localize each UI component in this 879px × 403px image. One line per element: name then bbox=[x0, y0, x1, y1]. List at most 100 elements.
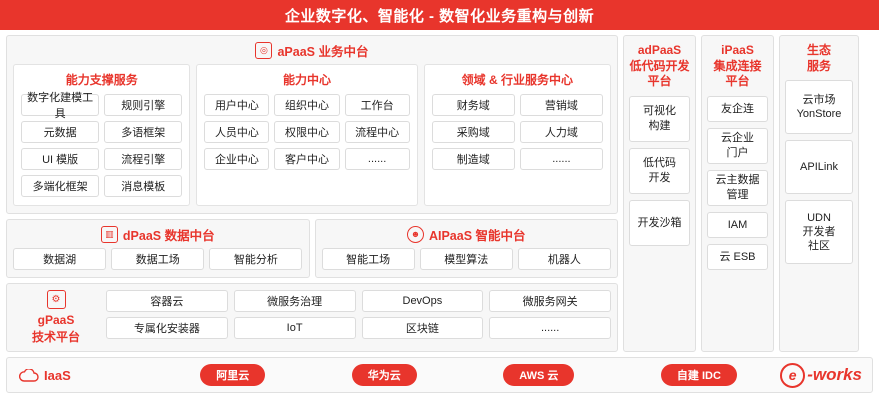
box-item[interactable]: UI 模版 bbox=[21, 148, 100, 170]
gpaas-row-2: 专属化安装器 IoT 区块链 ...... bbox=[106, 317, 611, 339]
group-capability-center: 能力中心 用户中心 组织中心 工作台 人员中心 权限中心 流程中心 企业中心 客… bbox=[196, 64, 418, 206]
eworks-logo: e -works bbox=[780, 362, 862, 388]
gpaas-label-line1: gPaaS bbox=[37, 313, 75, 327]
box-item[interactable]: 数字化建模工具 bbox=[21, 92, 100, 120]
box-item[interactable]: 人员中心 bbox=[204, 121, 270, 143]
box-item[interactable]: 多语框架 bbox=[104, 121, 183, 143]
cloud-pill[interactable]: AWS 云 bbox=[503, 364, 575, 386]
box-item[interactable]: 人力域 bbox=[519, 121, 603, 143]
rbox-line: 开发 bbox=[648, 171, 671, 184]
robot-icon: ☻ bbox=[406, 226, 424, 243]
aipaas-header: ☻ AIPaaS 智能中台 bbox=[322, 220, 612, 248]
aipaas-items: 智能工场 模型算法 机器人 bbox=[321, 248, 612, 270]
box-item[interactable]: 消息模板 bbox=[104, 175, 183, 197]
box-item[interactable]: 权限中心 bbox=[274, 121, 340, 143]
box-item[interactable]: 用户中心 bbox=[204, 94, 270, 116]
box-item[interactable]: 流程引擎 bbox=[104, 148, 183, 170]
box-item[interactable]: 客户中心 bbox=[274, 148, 340, 170]
box-item[interactable]: ...... bbox=[344, 148, 410, 170]
box-item[interactable]: 流程中心 bbox=[344, 121, 410, 143]
box-item[interactable]: 智能分析 bbox=[209, 248, 303, 270]
iaas-bar: IaaS 阿里云 华为云 AWS 云 自建 IDC e -works bbox=[6, 357, 873, 393]
box-item[interactable]: 采购域 bbox=[431, 121, 515, 143]
box-item[interactable]: 智能工场 bbox=[321, 248, 415, 270]
rbox-item[interactable]: 云 ESB bbox=[707, 243, 768, 270]
title-line: 服务 bbox=[806, 58, 831, 73]
box-item[interactable]: 企业中心 bbox=[204, 148, 270, 170]
box-item[interactable]: 区块链 bbox=[361, 317, 484, 339]
rbox-item[interactable]: 低代码 开发 bbox=[629, 147, 690, 194]
box-item[interactable]: ...... bbox=[519, 148, 603, 170]
rbox-item[interactable]: 开发沙箱 bbox=[629, 199, 690, 246]
rbox-line: IAM bbox=[727, 218, 748, 231]
rbox-line: APILink bbox=[800, 161, 838, 174]
dpaas-header-label: dPaaS 数据中台 bbox=[122, 229, 215, 243]
diagram-body: ◎ aPaaS 业务中台 能力支撑服务 数字化建模工具 规则引擎 元数据 多语框… bbox=[0, 30, 879, 352]
box-item[interactable]: 容器云 bbox=[106, 290, 228, 312]
cloud-pill[interactable]: 自建 IDC bbox=[660, 364, 737, 386]
group-title: 能力中心 bbox=[283, 73, 332, 87]
gear-icon: ⚙ bbox=[46, 290, 66, 309]
rbox-item[interactable]: 可视化 构建 bbox=[629, 95, 690, 142]
gpaas-row-1: 容器云 微服务治理 DevOps 微服务网关 bbox=[106, 290, 611, 312]
box-item[interactable]: 元数据 bbox=[21, 121, 100, 143]
title-line: 集成连接 bbox=[713, 58, 762, 73]
box-item[interactable]: 规则引擎 bbox=[104, 94, 183, 116]
rbox-line: 云 ESB bbox=[719, 250, 756, 263]
box-item[interactable]: 财务域 bbox=[431, 94, 515, 116]
rbox-line: 云市场 bbox=[802, 93, 836, 106]
gpaas-items: 容器云 微服务治理 DevOps 微服务网关 专属化安装器 IoT 区块链 ..… bbox=[106, 290, 611, 345]
box-item[interactable]: 微服务网关 bbox=[489, 290, 611, 312]
eworks-name: -works bbox=[807, 365, 862, 384]
group-capability-support: 能力支撑服务 数字化建模工具 规则引擎 元数据 多语框架 UI 模版 流程引擎 … bbox=[13, 64, 191, 206]
apaas-header-label: aPaaS 业务中台 bbox=[277, 45, 369, 59]
box-item[interactable]: 专属化安装器 bbox=[106, 317, 228, 339]
eworks-initial: e bbox=[780, 362, 806, 388]
box-item[interactable]: 微服务治理 bbox=[233, 290, 356, 312]
box-item[interactable]: 组织中心 bbox=[274, 94, 340, 116]
box-item[interactable]: 工作台 bbox=[344, 94, 410, 116]
cloud-icon bbox=[18, 367, 39, 382]
rbox-item[interactable]: 云企业 门户 bbox=[707, 127, 768, 164]
box-item[interactable]: 数据湖 bbox=[13, 248, 107, 270]
ipaas-title: iPaaS 集成连接 平台 bbox=[713, 43, 761, 90]
box-item[interactable]: 制造域 bbox=[431, 148, 515, 170]
rbox-line: 社区 bbox=[808, 240, 830, 253]
aipaas-panel: ☻ AIPaaS 智能中台 智能工场 模型算法 机器人 bbox=[314, 219, 618, 278]
box-item[interactable]: 数据工场 bbox=[111, 248, 205, 270]
aipaas-header-label: AIPaaS 智能中台 bbox=[428, 229, 526, 243]
gpaas-label-line2: 技术平台 bbox=[31, 330, 80, 344]
title-line: iPaaS bbox=[721, 43, 754, 57]
box-item[interactable]: 多端化框架 bbox=[21, 175, 100, 197]
rbox-item[interactable]: APILink bbox=[785, 140, 853, 195]
cloud-pill[interactable]: 阿里云 bbox=[200, 364, 266, 386]
rbox-line: 构建 bbox=[648, 119, 671, 132]
rbox-line: UDN bbox=[807, 211, 831, 224]
box-item[interactable]: ...... bbox=[489, 317, 611, 339]
chart-icon: ▥ bbox=[100, 226, 118, 243]
rbox-line: YonStore bbox=[796, 108, 842, 121]
box-item[interactable]: 模型算法 bbox=[419, 248, 513, 270]
box-item[interactable]: 机器人 bbox=[517, 248, 611, 270]
box-item[interactable]: 营销域 bbox=[519, 94, 603, 116]
box-item[interactable]: IoT bbox=[233, 317, 356, 339]
rbox-item[interactable]: 友企连 bbox=[707, 95, 768, 122]
title-line: 平台 bbox=[725, 74, 750, 89]
adpaas-title: adPaaS 低代码开发 平台 bbox=[629, 43, 689, 90]
rbox-item[interactable]: UDN 开发者 社区 bbox=[785, 200, 853, 265]
group-title: 领域 & 行业服务中心 bbox=[461, 73, 573, 87]
gpaas-label: ⚙ gPaaS 技术平台 bbox=[13, 290, 99, 345]
rbox-item[interactable]: 云主数据 管理 bbox=[707, 169, 768, 206]
iaas-label-text: IaaS bbox=[44, 367, 71, 383]
cloud-pill[interactable]: 华为云 bbox=[351, 364, 417, 386]
box-item[interactable]: DevOps bbox=[361, 290, 484, 312]
group-title: 能力支撑服务 bbox=[65, 73, 138, 87]
gpaas-panel: ⚙ gPaaS 技术平台 容器云 微服务治理 DevOps 微服务网关 专属化安… bbox=[6, 283, 618, 352]
rbox-line: 云企业 bbox=[721, 132, 754, 145]
rbox-item[interactable]: IAM bbox=[707, 211, 768, 238]
rbox-item[interactable]: 云市场 YonStore bbox=[785, 80, 853, 135]
right-columns: adPaaS 低代码开发 平台 可视化 构建 低代码 开发 bbox=[623, 35, 873, 352]
group-items: 用户中心 组织中心 工作台 人员中心 权限中心 流程中心 企业中心 客户中心 .… bbox=[204, 94, 410, 170]
rbox-line: 管理 bbox=[726, 188, 749, 201]
